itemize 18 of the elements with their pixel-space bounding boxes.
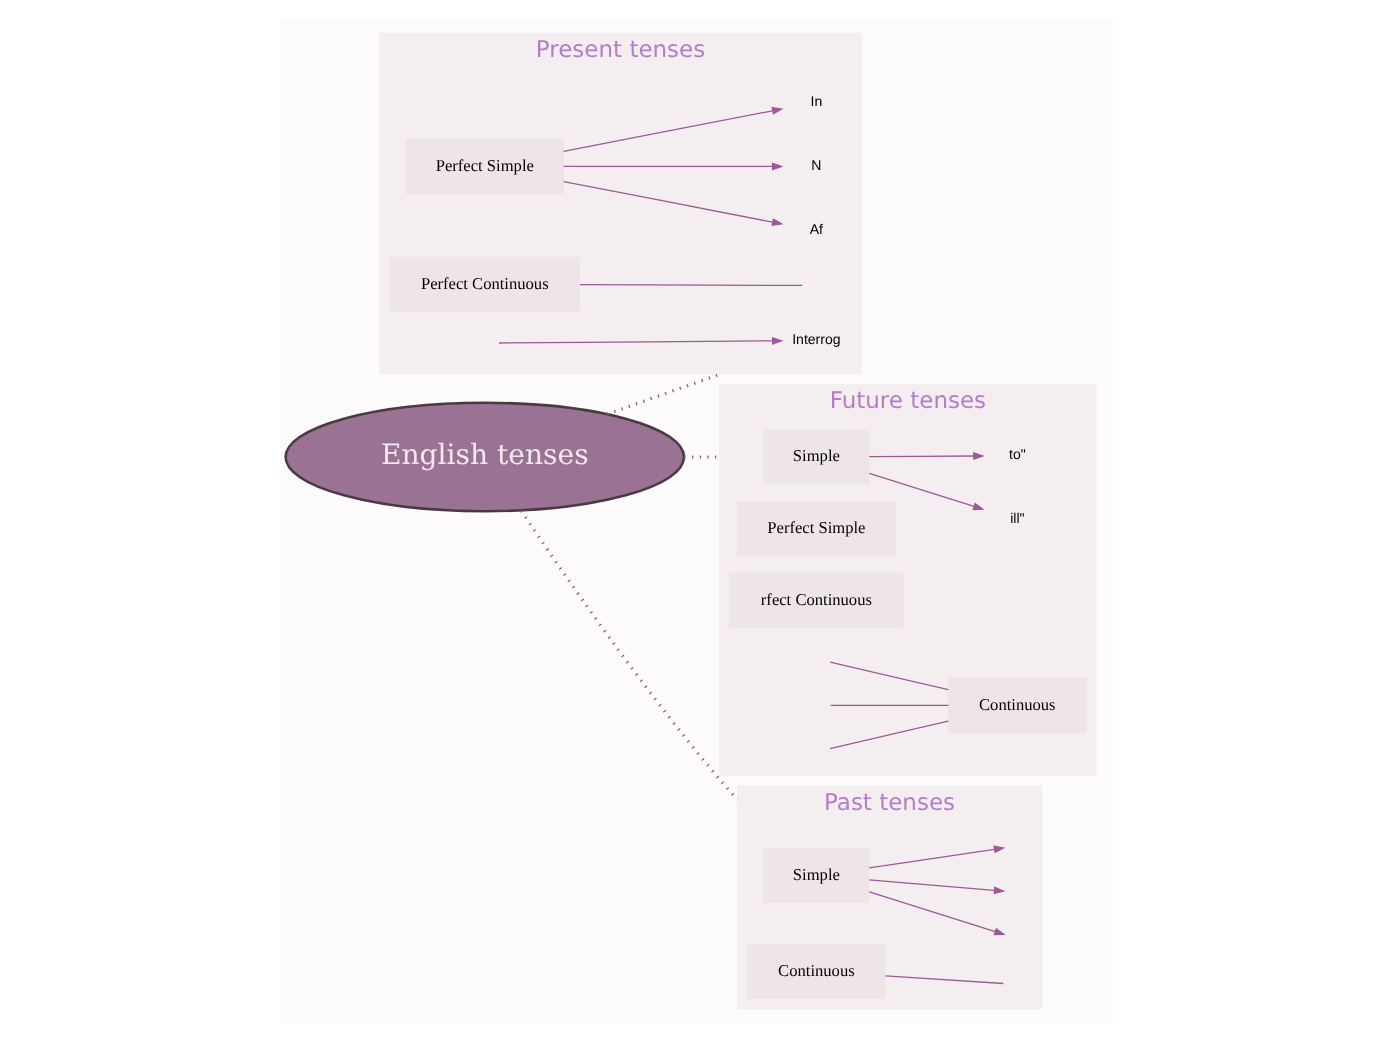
connector (884, 974, 1004, 984)
arrow (563, 179, 784, 226)
connector (579, 282, 803, 286)
arrow (498, 335, 784, 344)
connector (829, 660, 950, 690)
arrow (563, 105, 784, 151)
arrow (563, 161, 784, 170)
arrow (868, 450, 985, 460)
connector (684, 454, 720, 458)
arrow (868, 878, 1006, 894)
connector (829, 719, 950, 749)
arrow (868, 471, 985, 510)
connector (520, 508, 739, 800)
connector (830, 703, 950, 705)
arrow (868, 890, 1006, 935)
connector (606, 371, 722, 415)
node-ellipse: English tenses (284, 400, 686, 512)
arrow (868, 844, 1006, 868)
